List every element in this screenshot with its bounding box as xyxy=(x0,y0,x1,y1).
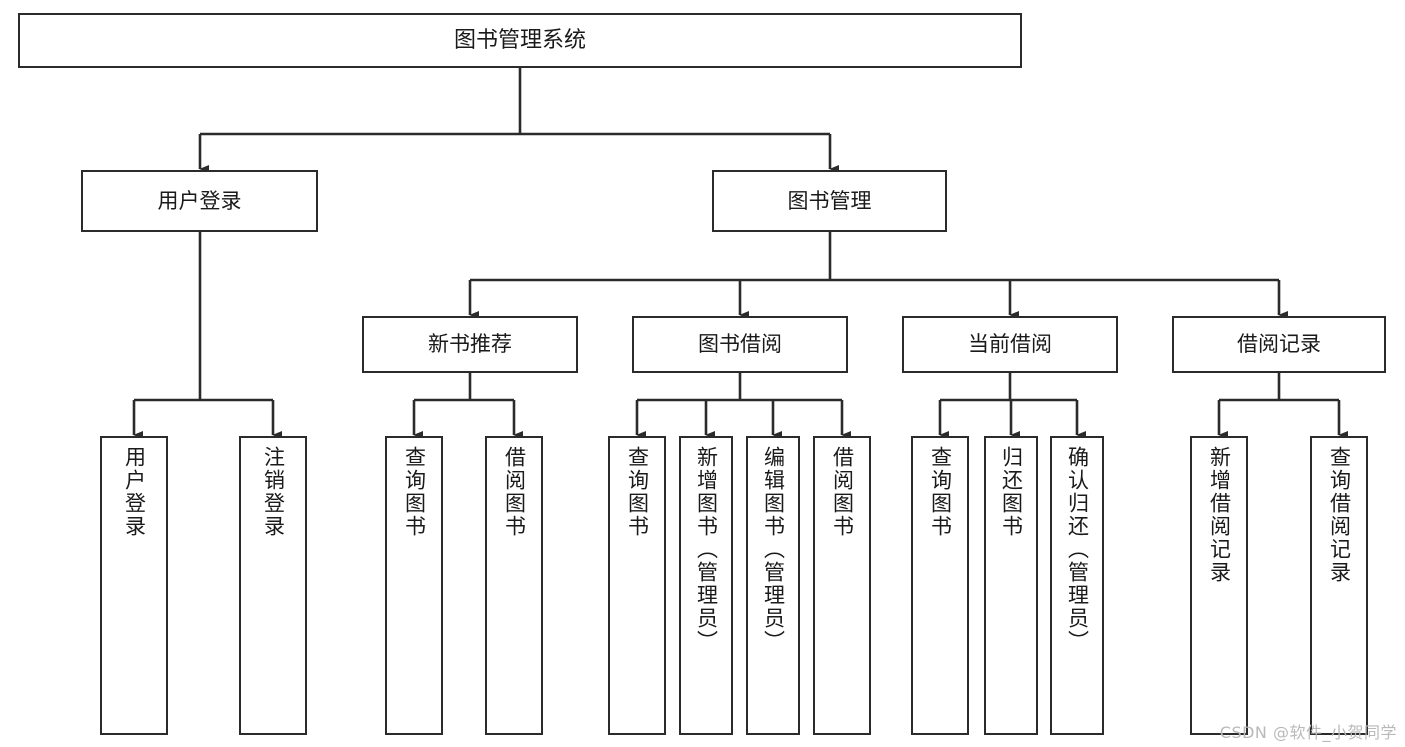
node-label-leaf4: 借阅图书 xyxy=(502,446,527,538)
node-label-leaf9: 查询图书 xyxy=(928,446,953,538)
node-label-leaf10: 归还图书 xyxy=(999,446,1024,538)
watermark-text: CSDN @软件_小贺同学 xyxy=(1219,723,1397,742)
node-leaf10[interactable]: 归还图书 xyxy=(984,436,1038,735)
node-label-leaf13: 查询借阅记录 xyxy=(1327,446,1352,584)
node-label-current: 当前借阅 xyxy=(968,332,1052,357)
node-leaf1[interactable]: 用户登录 xyxy=(100,436,168,735)
node-leaf13[interactable]: 查询借阅记录 xyxy=(1310,436,1368,735)
node-label-leaf2: 注销登录 xyxy=(261,446,286,538)
node-leaf2[interactable]: 注销登录 xyxy=(239,436,307,735)
node-leaf7[interactable]: 编辑图书（管理员） xyxy=(746,436,800,735)
node-label-leaf5: 查询图书 xyxy=(625,446,650,538)
node-label-leaf8: 借阅图书 xyxy=(830,446,855,538)
node-label-leaf11: 确认归还（管理员） xyxy=(1065,446,1090,653)
node-label-login: 用户登录 xyxy=(157,188,242,213)
node-label-root: 图书管理系统 xyxy=(453,27,586,53)
node-leaf6[interactable]: 新增图书（管理员） xyxy=(679,436,733,735)
node-records[interactable]: 借阅记录 xyxy=(1172,316,1386,373)
node-leaf3[interactable]: 查询图书 xyxy=(385,436,443,735)
node-label-leaf7: 编辑图书（管理员） xyxy=(761,446,786,653)
node-leaf11[interactable]: 确认归还（管理员） xyxy=(1050,436,1104,735)
node-label-leaf6: 新增图书（管理员） xyxy=(694,446,719,653)
node-leaf5[interactable]: 查询图书 xyxy=(608,436,666,735)
node-label-borrow: 图书借阅 xyxy=(698,332,782,357)
node-label-newbook: 新书推荐 xyxy=(428,332,512,357)
node-newbook[interactable]: 新书推荐 xyxy=(362,316,578,373)
node-label-leaf1: 用户登录 xyxy=(122,446,147,538)
node-label-leaf3: 查询图书 xyxy=(402,446,427,538)
node-login[interactable]: 用户登录 xyxy=(81,170,318,232)
node-label-leaf12: 新增借阅记录 xyxy=(1207,446,1232,584)
node-leaf12[interactable]: 新增借阅记录 xyxy=(1190,436,1248,735)
node-label-records: 借阅记录 xyxy=(1237,332,1321,357)
node-leaf9[interactable]: 查询图书 xyxy=(911,436,969,735)
node-leaf8[interactable]: 借阅图书 xyxy=(813,436,871,735)
node-borrow[interactable]: 图书借阅 xyxy=(632,316,848,373)
node-bookmgmt[interactable]: 图书管理 xyxy=(712,170,947,232)
node-label-bookmgmt: 图书管理 xyxy=(787,188,872,213)
node-root[interactable]: 图书管理系统 xyxy=(18,13,1022,68)
node-leaf4[interactable]: 借阅图书 xyxy=(485,436,543,735)
node-current[interactable]: 当前借阅 xyxy=(902,316,1118,373)
